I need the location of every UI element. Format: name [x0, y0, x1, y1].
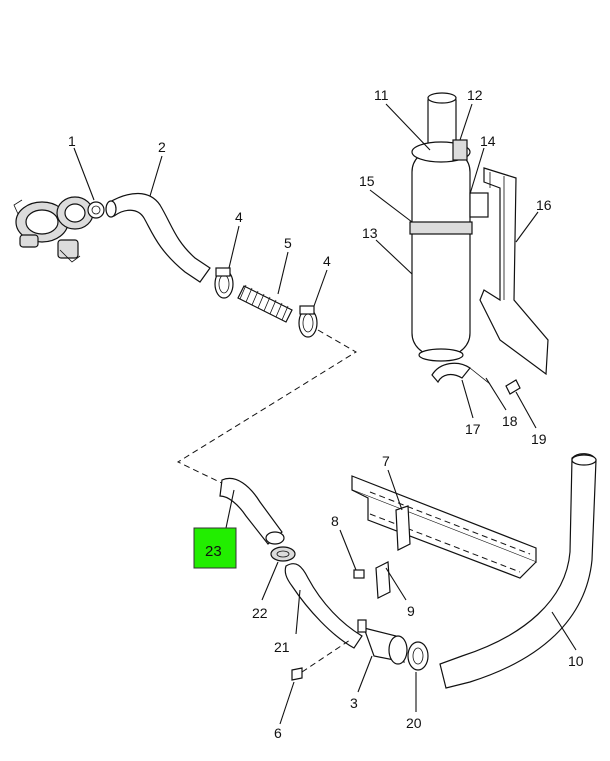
callout-19: 19 [531, 431, 547, 447]
exhaust-hose-2 [105, 192, 211, 283]
mounting-bracket-16 [469, 167, 549, 376]
callout-10: 10 [568, 653, 584, 669]
callout-21: 21 [274, 639, 290, 655]
callout-16: 16 [536, 197, 552, 213]
callout-1: 1 [68, 133, 76, 149]
flex-bellows-5 [237, 284, 293, 323]
callout-5: 5 [284, 235, 292, 251]
clamp-4a [214, 267, 234, 299]
callout-18: 18 [502, 413, 518, 429]
callout-22: 22 [252, 605, 268, 621]
clamp-22 [270, 546, 296, 562]
callout-11: 11 [374, 87, 389, 103]
highlight-box-23 [193, 527, 237, 569]
callout-9: 9 [407, 603, 415, 619]
callout-labels: 1 2 3 4 5 4 6 7 8 9 10 11 12 13 14 15 16… [68, 87, 584, 741]
callout-17: 17 [465, 421, 481, 437]
bolt-6 [291, 639, 351, 681]
callout-8: 8 [331, 513, 339, 529]
callout-4a: 4 [235, 209, 243, 225]
callout-20: 20 [406, 715, 422, 731]
bracket-9 [375, 561, 391, 599]
bolt-8 [353, 569, 365, 579]
callout-14: 14 [480, 133, 496, 149]
callout-15: 15 [359, 173, 375, 189]
clamp-20 [407, 641, 429, 671]
stack-pipe-10 [439, 453, 597, 689]
bolt-19 [505, 379, 521, 395]
frame-rail [351, 475, 537, 579]
callout-3: 3 [350, 695, 358, 711]
callout-12: 12 [467, 87, 483, 103]
callout-7: 7 [382, 453, 390, 469]
callout-23: 23 [205, 543, 222, 560]
connector-pipe-3 [357, 619, 408, 665]
elbow-hose-23 [219, 477, 285, 545]
turbocharger [13, 196, 105, 263]
callout-2: 2 [158, 139, 166, 155]
bracket-7 [395, 505, 411, 551]
callout-13: 13 [362, 225, 378, 241]
callout-4b: 4 [323, 253, 331, 269]
hose-21 [284, 563, 363, 649]
clamp-4b [298, 305, 318, 338]
leader-lines [73, 103, 577, 725]
callout-6: 6 [274, 725, 282, 741]
muffler-strap-17 [431, 362, 491, 385]
